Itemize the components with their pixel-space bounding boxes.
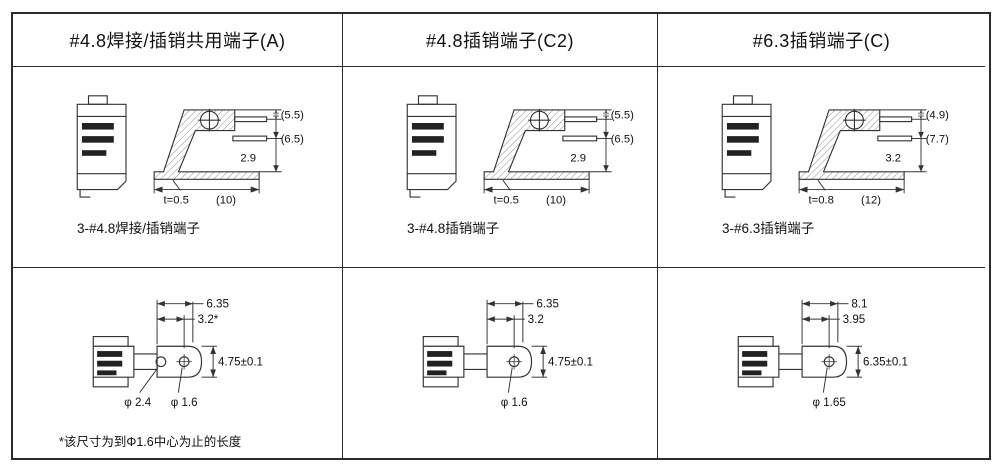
section-drawing: (5.5) (6.5) 2.9 t=0.5 (10) — [406, 95, 634, 207]
dimension-lines — [798, 109, 927, 194]
dim-label: 4.75±0.1 — [548, 356, 593, 369]
dim-label: 6.35 — [536, 298, 559, 311]
terminal-plan-view — [422, 335, 533, 388]
dim-label: (12) — [861, 195, 881, 207]
hole-dia-label: φ 1.6 — [171, 396, 198, 409]
dim-label: 6.35 — [206, 298, 229, 311]
header-cell-0: #4.8焊接/插销共用端子(A) — [13, 14, 343, 67]
column-title: #4.8焊接/插销共用端子(A) — [69, 31, 286, 51]
part-label: 3-#4.8插销端子 — [407, 221, 500, 236]
dim-label: 4.75±0.1 — [218, 356, 263, 369]
part-label: 3-#6.3插销端子 — [722, 221, 815, 236]
housing-side-view — [721, 95, 772, 198]
spec-table: #4.8焊接/插销共用端子(A) #4.8插销端子(C2) #6.3插销端子(C… — [11, 12, 991, 460]
plan-drawing: 6.35 3.2* 4.75±0.1 φ 2.4 φ 1.6 — [92, 298, 263, 409]
terminal-section-view — [483, 108, 598, 180]
dim-label: (7.7) — [926, 134, 949, 146]
thickness-label: t=0.5 — [164, 195, 189, 207]
section-drawing: (4.9) (7.7) 3.2 t=0.8 (12) — [721, 95, 949, 207]
terminal-plan-view — [92, 335, 203, 388]
terminal-section-view — [153, 108, 268, 180]
plan-drawing: 8.1 3.95 6.35±0.1 φ 1.65 — [737, 298, 908, 409]
dim-label: (10) — [546, 195, 566, 207]
dim-label: 3.95 — [843, 313, 866, 326]
dim-label: (5.5) — [281, 109, 304, 121]
housing-side-view — [76, 95, 127, 198]
dim-label: 3.2* — [198, 313, 219, 326]
dimension-lines — [139, 299, 217, 393]
thickness-label: t=0.5 — [494, 195, 519, 207]
dim-label: (4.9) — [926, 109, 949, 121]
column-title: #6.3插销端子(C) — [752, 31, 891, 51]
header-cell-1: #4.8插销端子(C2) — [343, 14, 658, 67]
footnote: *该尺寸为到Φ1.6中心为止的长度 — [59, 435, 242, 449]
terminal-plan-view — [737, 335, 848, 388]
plan-cell-1: 6.35 3.2 4.75±0.1 φ 1.6 — [343, 268, 658, 458]
dim-label: 2.9 — [240, 152, 256, 164]
section-cell-0: (5.5) (6.5) 2.9 t=0.5 (10) 3-#4.8焊接/插销端子 — [13, 67, 343, 268]
hole-dia-label: φ 2.4 — [124, 396, 151, 409]
section-cell-1: (5.5) (6.5) 2.9 t=0.5 (10) 3-#4.8插销端子 — [343, 67, 658, 268]
hole-large — [155, 356, 167, 368]
thickness-label: t=0.8 — [809, 195, 834, 207]
column-title: #4.8插销端子(C2) — [425, 31, 575, 51]
dim-label: (6.5) — [281, 134, 304, 146]
dim-label: 3.2 — [885, 152, 901, 164]
dim-label: 2.9 — [570, 152, 586, 164]
dimension-lines — [486, 299, 547, 393]
plan-cell-0: 6.35 3.2* 4.75±0.1 φ 2.4 φ 1.6 *该尺寸为到Φ1.… — [13, 268, 343, 458]
dim-label: (5.5) — [611, 109, 634, 121]
plan-cell-2: 8.1 3.95 6.35±0.1 φ 1.65 — [658, 268, 985, 458]
dimension-lines — [483, 109, 612, 194]
terminal-section-view — [798, 108, 913, 180]
dimension-lines — [801, 299, 862, 393]
dimension-lines — [153, 109, 282, 194]
dim-label: 6.35±0.1 — [863, 356, 908, 369]
housing-side-view — [406, 95, 457, 198]
plan-drawing: 6.35 3.2 4.75±0.1 φ 1.6 — [422, 298, 593, 409]
header-cell-2: #6.3插销端子(C) — [658, 14, 985, 67]
hole-dia-label: φ 1.65 — [812, 396, 845, 409]
dim-label: (6.5) — [611, 134, 634, 146]
dim-label: (10) — [216, 195, 236, 207]
dim-label: 8.1 — [851, 298, 867, 311]
section-cell-2: (4.9) (7.7) 3.2 t=0.8 (12) 3-#6.3插销端子 — [658, 67, 985, 268]
part-label: 3-#4.8焊接/插销端子 — [77, 221, 201, 236]
hole-dia-label: φ 1.6 — [501, 396, 528, 409]
dim-label: 3.2 — [528, 313, 544, 326]
section-drawing: (5.5) (6.5) 2.9 t=0.5 (10) — [76, 95, 304, 207]
